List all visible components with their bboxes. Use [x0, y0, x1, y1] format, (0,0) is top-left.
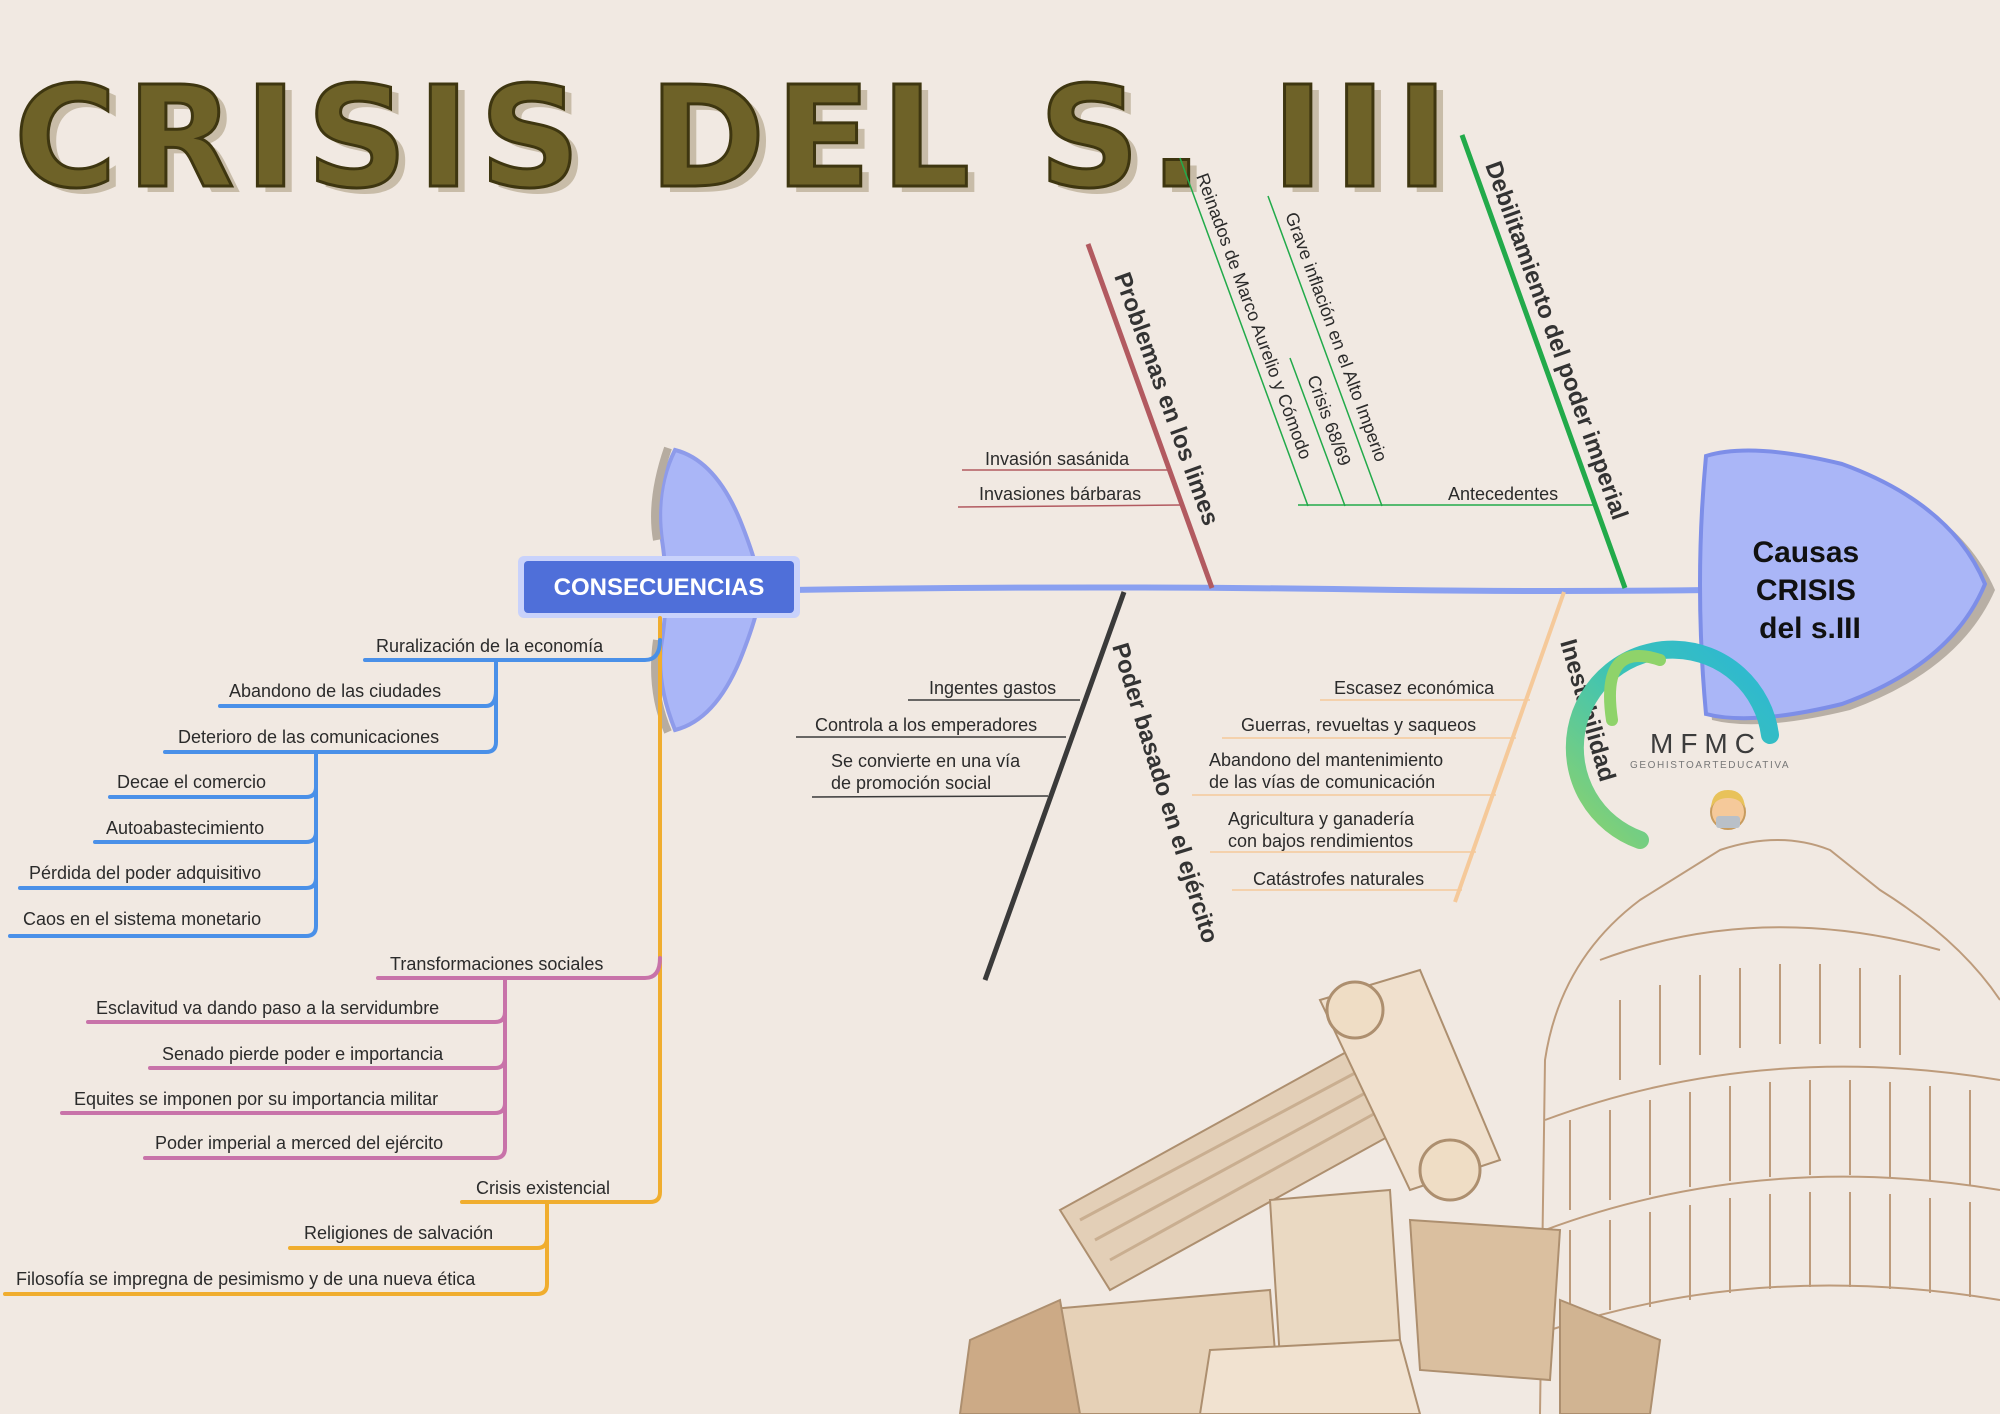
fishbone-spine — [789, 584, 1711, 594]
fish-tail-shadow — [651, 446, 672, 734]
head-line-3: del s.III — [1759, 612, 1861, 645]
cons-group-3: Transformaciones sociales — [390, 954, 603, 974]
fallen-column — [1058, 968, 1502, 1292]
ejercito-item-3: Se convierte en una vía de promoción soc… — [831, 751, 1025, 793]
cons-group-3-item-2: Senado pierde poder e importancia — [162, 1044, 444, 1064]
ejercito-item-2: Controla a los emperadores — [815, 715, 1037, 735]
cons-group-1-item-1: Abandono de las ciudades — [229, 681, 441, 701]
branch-inestabilidad: Inestabilidad Escasez económica Guerras,… — [1192, 591, 1621, 903]
page-title-shadow: CRISIS DEL S. III — [22, 63, 1466, 226]
colosseum-sketch — [1539, 839, 2000, 1414]
head-line-1: Causas — [1752, 536, 1859, 569]
branch-limes: Problemas en los limes Invasión sasánida… — [957, 243, 1224, 589]
cons-group-2: Deterioro de las comunicaciones — [178, 727, 439, 747]
inestabilidad-item-3: Abandono del mantenimiento de las vías d… — [1209, 750, 1448, 792]
limes-item-1: Invasión sasánida — [985, 449, 1130, 469]
cons-group-2-item-2: Autoabastecimiento — [106, 818, 264, 838]
consequences-box[interactable] — [524, 561, 794, 613]
ejercito-item-1: Ingentes gastos — [929, 678, 1056, 698]
branch-ejercito: Poder basado en el ejército Ingentes gas… — [796, 591, 1223, 981]
cons-group-3-item-3: Equites se imponen por su importancia mi… — [74, 1089, 438, 1109]
logo-ring-tail — [1604, 650, 1666, 726]
roman-ruins-illustration — [958, 839, 2000, 1414]
cons-group-4-item-1: Religiones de salvación — [304, 1223, 493, 1243]
cons-group-3-item-4: Poder imperial a merced del ejército — [155, 1133, 443, 1153]
inestabilidad-item-5: Catástrofes naturales — [1253, 869, 1424, 889]
head-line-2: CRISIS — [1756, 574, 1856, 607]
branch-ejercito-label: Poder basado en el ejército — [1106, 640, 1223, 946]
avatar-icon — [1710, 790, 1746, 830]
cons-group-2-item-3: Pérdida del poder adquisitivo — [29, 863, 261, 883]
cons-group-4-item-2: Filosofía se impregna de pesimismo y de … — [16, 1269, 476, 1289]
inestabilidad-item-2: Guerras, revueltas y saqueos — [1241, 715, 1476, 735]
cons-group-3-item-1: Esclavitud va dando paso a la servidumbr… — [96, 998, 439, 1018]
inestabilidad-item-4: Agricultura y ganadería con bajos rendim… — [1228, 809, 1419, 851]
branch-debilitamiento-label: Debilitamiento del poder imperial — [1479, 158, 1633, 524]
inestabilidad-item-1: Escasez económica — [1334, 678, 1495, 698]
page-title: CRISIS DEL S. III — [14, 57, 1458, 220]
rubble-blocks — [958, 1188, 1662, 1414]
logo-tagline: GEOHISTOARTEDUCATIVA — [1630, 760, 1790, 771]
antecedentes-label: Antecedentes — [1448, 484, 1558, 504]
mfmc-logo: MFMC GEOHISTOARTEDUCATIVA — [1565, 640, 1790, 849]
consequences-label: CONSECUENCIAS — [554, 574, 765, 601]
cons-group-4: Crisis existencial — [476, 1178, 610, 1198]
cons-group-2-item-4: Caos en el sistema monetario — [23, 909, 261, 929]
consequences-tree — [3, 616, 662, 1296]
head-title: Causas CRISIS del s.III — [1752, 536, 1867, 645]
cons-group-1: Ruralización de la economía — [376, 636, 604, 656]
logo-name: MFMC — [1650, 728, 1762, 759]
limes-item-2: Invasiones bárbaras — [979, 484, 1141, 504]
cons-group-2-item-1: Decae el comercio — [117, 772, 266, 792]
